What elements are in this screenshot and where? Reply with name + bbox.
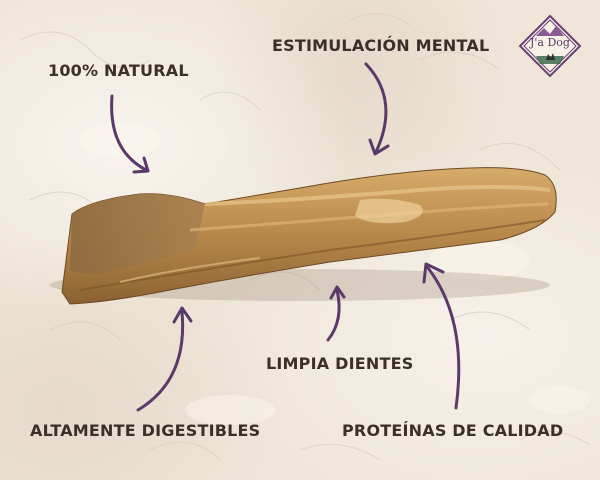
arrow-proteinas	[422, 262, 461, 410]
arrow-mental	[364, 62, 390, 156]
arrow-natural	[110, 94, 150, 174]
brand-logo-text: J'a Dog	[530, 36, 570, 49]
brand-logo: J'a Dog	[518, 14, 582, 78]
label-proteinas-de-calidad: PROTEÍNAS DE CALIDAD	[342, 421, 564, 440]
arrow-dientes	[326, 285, 346, 342]
label-altamente-digestibles: ALTAMENTE DIGESTIBLES	[30, 421, 261, 440]
dog-chew-stick	[61, 167, 557, 305]
label-limpia-dientes: LIMPIA DIENTES	[266, 354, 414, 373]
label-100-natural: 100% NATURAL	[48, 61, 189, 80]
diamond-logo-icon	[518, 14, 582, 78]
arrow-digestibles	[136, 306, 193, 412]
label-estimulacion-mental: ESTIMULACIÓN MENTAL	[272, 36, 490, 55]
